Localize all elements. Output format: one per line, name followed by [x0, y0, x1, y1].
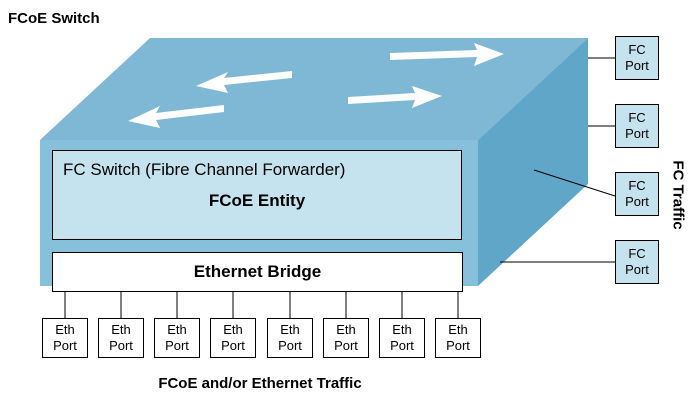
- fc-port-line: [533, 169, 616, 197]
- fcoe-entity-label: FCoE Entity: [208, 191, 306, 210]
- eth-port-line1: Eth: [336, 322, 356, 337]
- fc-switch-label: FC Switch (Fibre Channel Forwarder): [63, 160, 346, 179]
- fc-traffic-label-wrapper: FC Traffic: [664, 120, 692, 270]
- eth-port: Eth Port: [154, 318, 200, 358]
- eth-port: Eth Port: [379, 318, 425, 358]
- fc-port: FC Port: [615, 104, 659, 148]
- switch-side-face: [478, 38, 588, 286]
- ethernet-bridge-label: Ethernet Bridge: [193, 262, 322, 281]
- eth-port-line2: Port: [390, 338, 414, 353]
- diagram-title: FCoE Switch: [8, 10, 100, 27]
- arrow-right-icon: [390, 43, 504, 66]
- eth-port-line1: Eth: [55, 322, 75, 337]
- eth-port: Eth Port: [42, 318, 88, 358]
- eth-port-line2: Port: [334, 338, 358, 353]
- eth-port-line2: Port: [221, 338, 245, 353]
- eth-port: Eth Port: [267, 318, 313, 358]
- arrow-left-icon: [196, 71, 292, 93]
- fc-port: FC Port: [615, 172, 659, 216]
- eth-port-line2: Port: [278, 338, 302, 353]
- eth-port-line1: Eth: [448, 322, 468, 337]
- eth-port-line1: Eth: [280, 322, 300, 337]
- eth-port: Eth Port: [435, 318, 481, 358]
- fc-port-line2: Port: [625, 58, 649, 73]
- fcoe-entity-box: FC Switch (Fibre Channel Forwarder) FCoE…: [52, 150, 462, 240]
- eth-port-line2: Port: [109, 338, 133, 353]
- fc-port-line2: Port: [625, 262, 649, 277]
- eth-port-line1: Eth: [392, 322, 412, 337]
- eth-port-line2: Port: [446, 338, 470, 353]
- eth-port: Eth Port: [98, 318, 144, 358]
- eth-port-line1: Eth: [111, 322, 131, 337]
- fc-port-line2: Port: [625, 126, 649, 141]
- arrow-left-icon: [128, 105, 224, 128]
- ethernet-bridge: Ethernet Bridge: [52, 252, 463, 292]
- fc-port: FC Port: [615, 240, 659, 284]
- fc-port: FC Port: [615, 36, 659, 80]
- eth-port-line2: Port: [165, 338, 189, 353]
- fc-port-line1: FC: [628, 42, 646, 57]
- fc-traffic-label: FC Traffic: [669, 160, 687, 230]
- fc-port-line2: Port: [625, 194, 649, 209]
- fc-port-line1: FC: [628, 178, 646, 193]
- fc-port-line1: FC: [628, 246, 646, 261]
- eth-port-line1: Eth: [223, 322, 243, 337]
- eth-port-line1: Eth: [167, 322, 187, 337]
- eth-port-line2: Port: [53, 338, 77, 353]
- bottom-traffic-label: FCoE and/or Ethernet Traffic: [158, 375, 362, 392]
- eth-port: Eth Port: [210, 318, 256, 358]
- arrow-right-icon: [348, 86, 442, 108]
- fc-port-line1: FC: [628, 110, 646, 125]
- eth-port: Eth Port: [323, 318, 369, 358]
